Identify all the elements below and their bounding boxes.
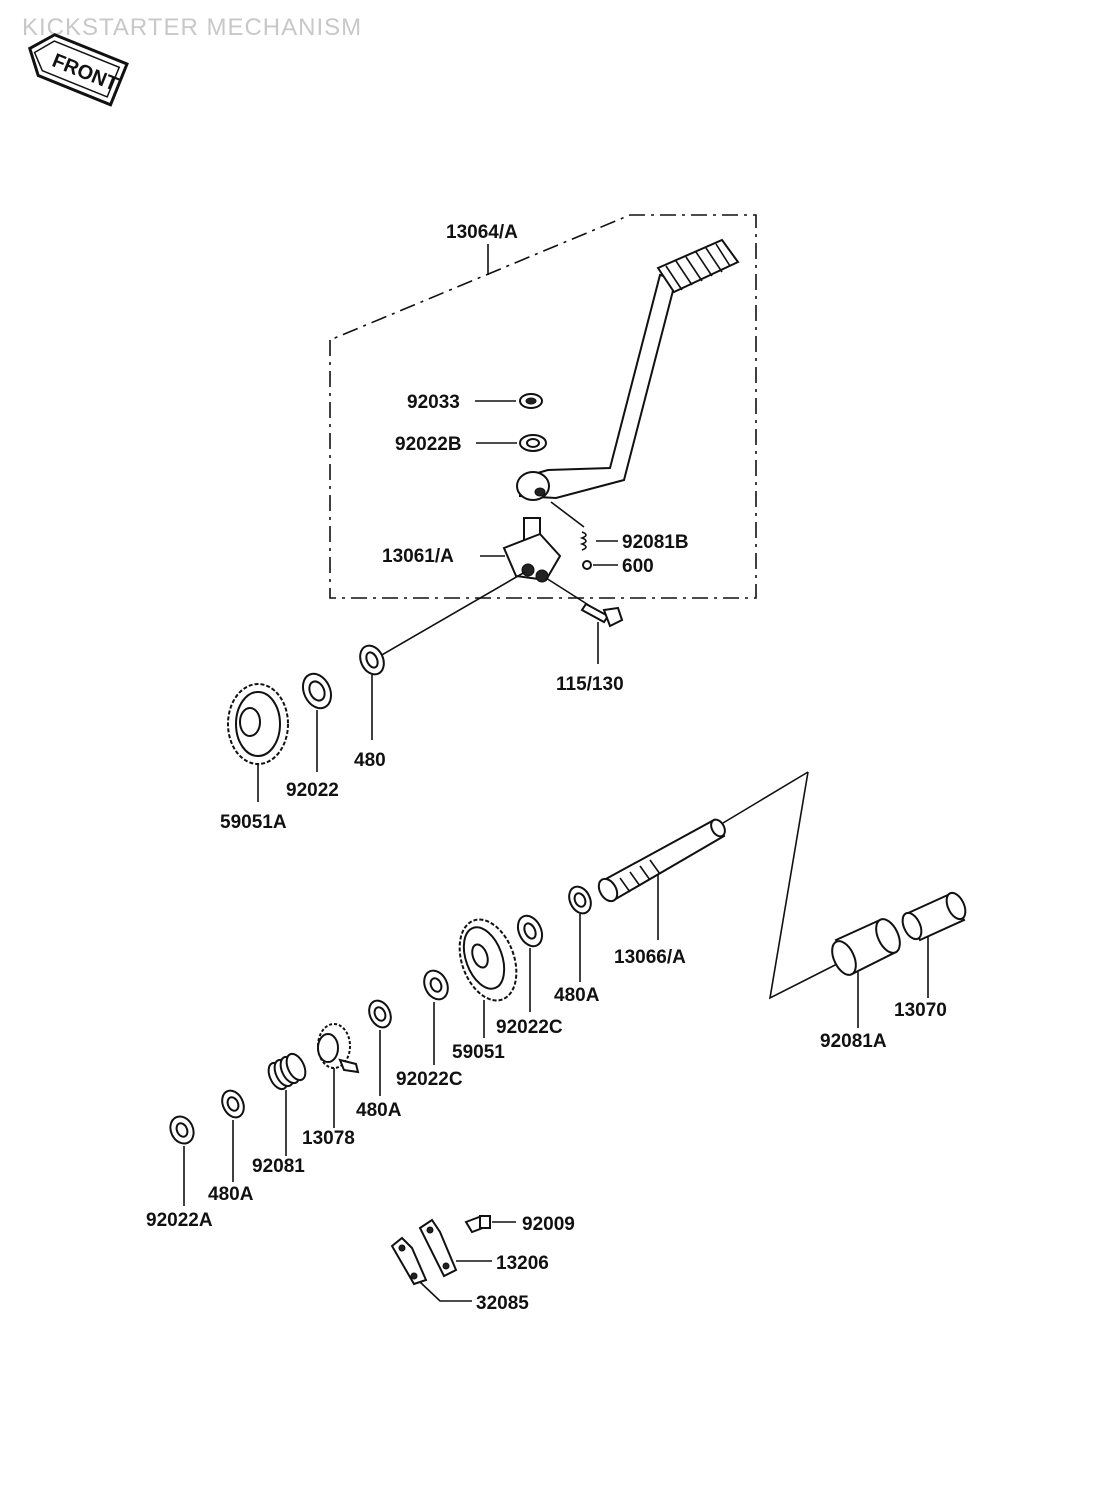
label-92022: 92022 [286, 780, 339, 801]
label-480A-middle: 480A [356, 1100, 402, 1121]
label-92022B: 92022B [395, 434, 462, 455]
ratchet-13078 [317, 1023, 360, 1074]
spring-92081B [579, 531, 587, 551]
label-59051: 59051 [452, 1042, 505, 1063]
pedal-grip-rubber [656, 238, 740, 294]
label-13064A: 13064/A [446, 222, 518, 243]
guide-13070 [901, 891, 967, 942]
label-92081: 92081 [252, 1156, 305, 1177]
plate-32085 [390, 1236, 428, 1286]
label-32085: 32085 [476, 1293, 529, 1314]
label-480A-upper: 480A [554, 985, 600, 1006]
label-480A-lower: 480A [208, 1184, 254, 1205]
label-92033: 92033 [407, 392, 460, 413]
bolt-92009 [464, 1214, 491, 1234]
label-115-130: 115/130 [556, 674, 624, 695]
label-92081B: 92081B [622, 532, 689, 553]
pedal-boss-13061A [502, 517, 562, 583]
label-13066A: 13066/A [614, 947, 686, 968]
spring-92081A [831, 918, 901, 976]
spring-92081 [267, 1052, 307, 1091]
plate-13206 [418, 1218, 458, 1278]
washer-92022C-upper [516, 914, 544, 948]
label-92081A: 92081A [820, 1031, 887, 1052]
label-59051A: 59051A [220, 812, 287, 833]
kick-pedal-group-outline [329, 214, 757, 599]
washer-92022A [169, 1115, 195, 1145]
diagram-title: KICKSTARTER MECHANISM [22, 14, 363, 41]
washer-92022B [519, 434, 547, 452]
circlip-92033 [519, 393, 543, 409]
ball-600 [582, 560, 592, 570]
gear-59051A [227, 683, 289, 765]
label-13070: 13070 [894, 1000, 947, 1021]
label-13078: 13078 [302, 1128, 355, 1149]
label-600: 600 [622, 556, 654, 577]
washer-480A-lower [221, 1089, 245, 1119]
front-arrow-badge: FRONT [27, 33, 129, 107]
label-92009: 92009 [522, 1214, 575, 1235]
label-92022A: 92022A [146, 1210, 213, 1231]
washer-92022C-lower [423, 969, 449, 1001]
kick-pedal-arm [516, 238, 740, 501]
label-92022C-upper: 92022C [496, 1017, 563, 1038]
washer-480A-middle [368, 999, 392, 1029]
washer-480A-upper [568, 885, 592, 915]
label-13206: 13206 [496, 1253, 549, 1274]
washer-92022 [301, 672, 333, 710]
label-13061A: 13061/A [382, 546, 454, 567]
gear-59051 [458, 918, 518, 1002]
label-480: 480 [354, 750, 386, 771]
bolt-115-130 [580, 602, 624, 628]
label-92022C-lower: 92022C [396, 1069, 463, 1090]
kick-shaft-13066A [597, 818, 726, 903]
washer-480 [359, 644, 385, 676]
